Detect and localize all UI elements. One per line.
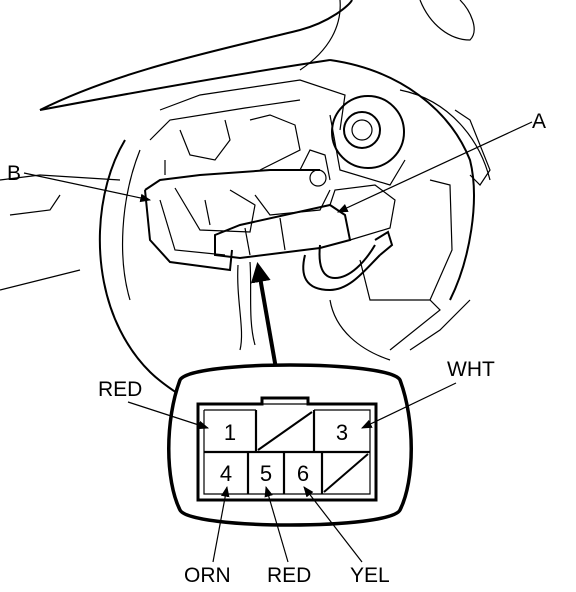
pin-number-3: 3 xyxy=(336,420,348,445)
detail-pointer-arrow xyxy=(250,262,280,381)
steering-column-illustration xyxy=(0,0,491,396)
empty-cavity-7 xyxy=(323,453,369,493)
callout-b-leader xyxy=(23,172,152,203)
wire-color-pin-5: RED xyxy=(267,564,311,587)
leader-pin-6 xyxy=(303,486,363,563)
leader-pin-4 xyxy=(212,485,230,563)
pin-number-6: 6 xyxy=(297,461,309,486)
pin-number-1: 1 xyxy=(224,420,236,445)
wire-color-pin-1: RED xyxy=(98,378,142,401)
callout-a-leader xyxy=(337,121,533,213)
wire-color-pin-4: ORN xyxy=(184,564,231,587)
callout-b-label: B xyxy=(7,162,21,185)
leader-pin-1 xyxy=(127,401,210,430)
wire-color-pin-6: YEL xyxy=(350,564,390,587)
callout-a: A xyxy=(337,110,546,213)
callout-a-label: A xyxy=(532,110,546,133)
wire-color-labels: RED WHT ORN RED YEL xyxy=(98,358,495,587)
wire-color-pin-3: WHT xyxy=(447,358,495,381)
connector-face-detail: 1 3 4 5 6 xyxy=(167,363,413,527)
leader-pin-3 xyxy=(361,382,457,429)
pin-number-5: 5 xyxy=(260,461,272,486)
callout-b: B xyxy=(7,162,152,203)
pin-number-4: 4 xyxy=(220,461,232,486)
leader-pin-5 xyxy=(264,485,289,563)
empty-cavity-2 xyxy=(257,411,313,451)
